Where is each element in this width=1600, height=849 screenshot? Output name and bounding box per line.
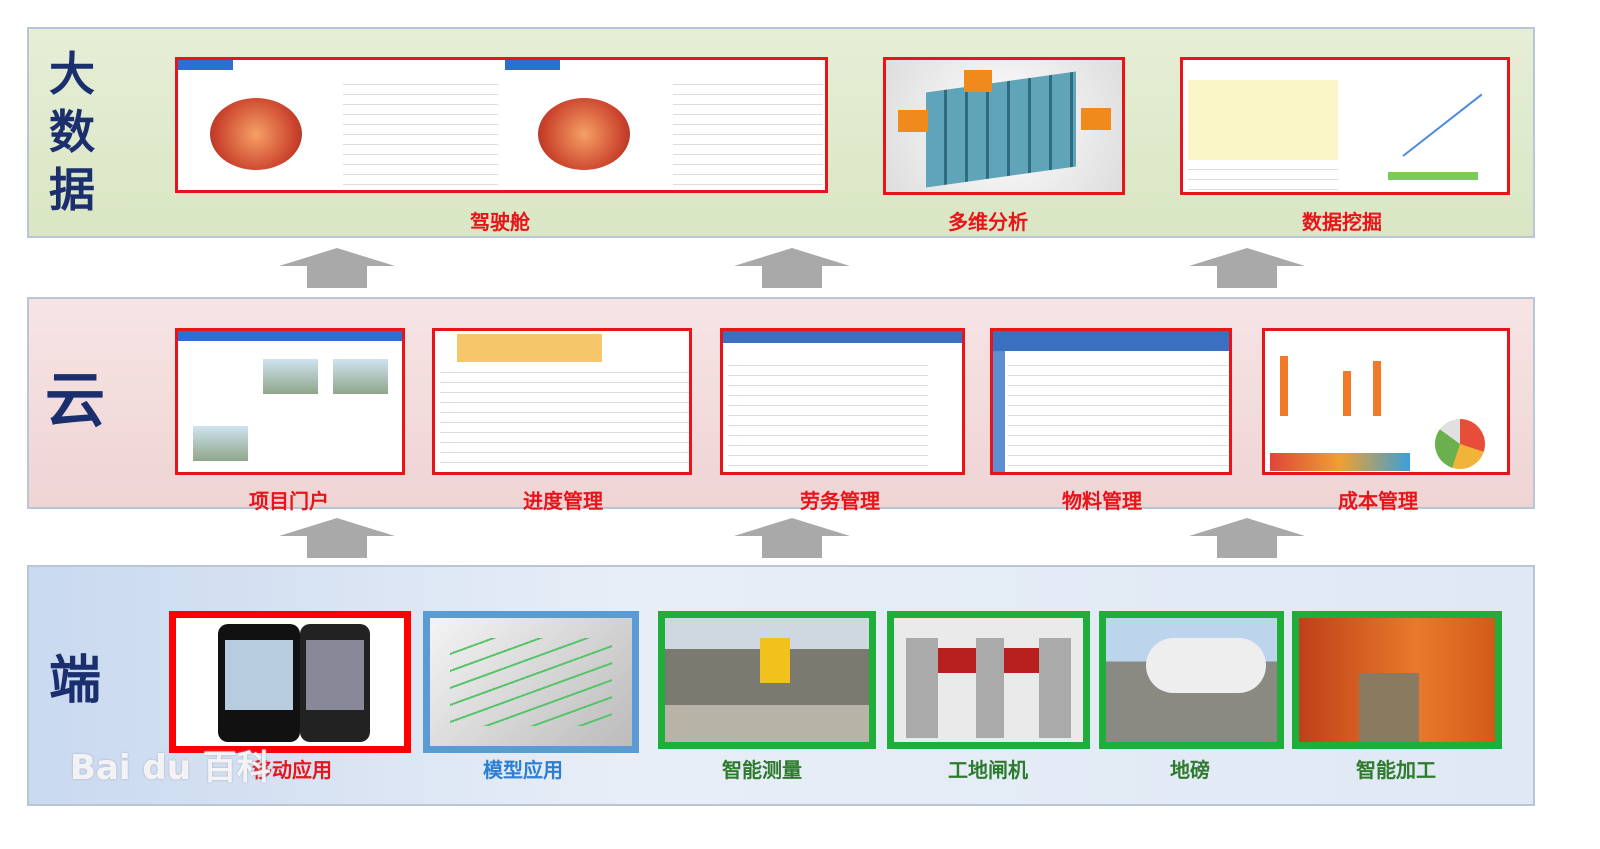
label-labor-management: 劳务管理: [800, 489, 880, 513]
model-app-image: [423, 611, 639, 753]
labor-management-image: [720, 328, 965, 475]
layer-title-terminal: 端: [48, 651, 101, 711]
site-gate-image: [887, 611, 1090, 749]
label-schedule-management: 进度管理: [523, 489, 603, 513]
label-cockpit: 驾驶舱: [470, 210, 530, 234]
smart-survey-image: [658, 611, 876, 749]
multidimensional-analysis-image: [883, 57, 1125, 195]
cost-management-image: [1262, 328, 1510, 475]
label-smart-survey: 智能测量: [722, 758, 802, 782]
data-mining-image: [1180, 57, 1510, 195]
up-arrow-icon: [732, 248, 852, 288]
label-cost-management: 成本管理: [1338, 489, 1418, 513]
schedule-management-image: [432, 328, 692, 475]
label-data-mining: 数据挖掘: [1302, 210, 1382, 234]
label-weighbridge: 地磅: [1170, 758, 1210, 782]
mobile-app-image: [169, 611, 411, 753]
up-arrow-icon: [277, 518, 397, 558]
label-smart-processing: 智能加工: [1356, 758, 1436, 782]
label-project-portal: 项目门户: [249, 489, 329, 513]
weighbridge-image: [1099, 611, 1284, 749]
baidu-baike-watermark: Bai du 百科: [70, 748, 271, 788]
up-arrow-icon: [1187, 248, 1307, 288]
up-arrow-icon: [732, 518, 852, 558]
label-mobile-app: 移动应用: [252, 758, 332, 782]
label-multidimensional-analysis: 多维分析: [948, 210, 1028, 234]
layer-title-cloud: 云: [45, 366, 105, 436]
cockpit-image: [175, 57, 828, 193]
gauge-icon: [538, 98, 630, 170]
gauge-icon: [210, 98, 302, 170]
smart-processing-image: [1292, 611, 1502, 749]
up-arrow-icon: [277, 248, 397, 288]
layer-title-big-data: 大数据: [49, 47, 95, 217]
materials-management-image: [990, 328, 1232, 475]
label-site-gate: 工地闸机: [948, 758, 1028, 782]
project-portal-image: [175, 328, 405, 475]
label-model-app: 模型应用: [483, 758, 563, 782]
up-arrow-icon: [1187, 518, 1307, 558]
pie-chart-icon: [1435, 419, 1485, 469]
label-materials-management: 物料管理: [1062, 489, 1142, 513]
